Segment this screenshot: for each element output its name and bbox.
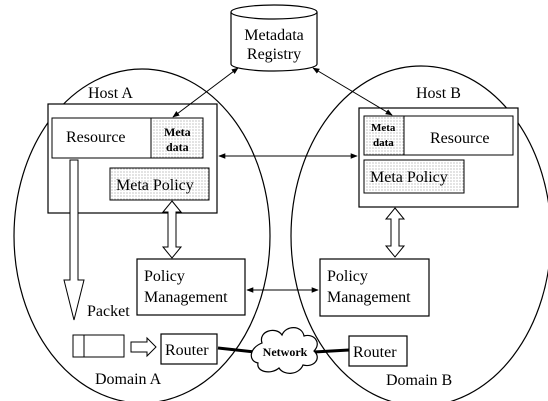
policy-a-line1: Policy (144, 268, 185, 285)
registry-to-host-b-arrow (312, 67, 393, 116)
host-a-metadata-line2: data (166, 140, 189, 154)
router-b-label: Router (353, 344, 397, 361)
host-a-label: Host A (88, 85, 133, 102)
router-a-label: Router (165, 342, 209, 359)
packet-shape (72, 334, 125, 358)
metadata-registry: Metadata Registry (230, 4, 318, 72)
host-a-policy-hollow-arrow (161, 200, 183, 259)
host-a-meta-policy-box (109, 167, 210, 201)
host-b-metadata-line1: Meta (371, 122, 396, 134)
router-a: Router (160, 333, 218, 365)
host-a-metadata-box (150, 117, 204, 159)
network-label: Network (263, 345, 308, 359)
policy-a-line2: Management (144, 289, 228, 306)
registry-to-host-a-arrow (172, 67, 239, 118)
domain-a-ellipse (13, 68, 271, 401)
host-b-meta-policy-box (363, 159, 465, 194)
host-b-resource-label: Resource (430, 130, 490, 147)
domain-b-ellipse (290, 65, 548, 401)
policy-management-b: Policy Management (319, 258, 430, 317)
host-b-box: Meta data Resource Meta Policy (358, 107, 519, 208)
host-b-metadata-box (363, 115, 405, 156)
policy-management-a: Policy Management (136, 258, 246, 316)
packet-to-router-arrow (130, 336, 157, 358)
router-b: Router (348, 335, 408, 367)
router-a-network-link (217, 346, 256, 354)
resource-to-packet-arrow (63, 159, 85, 321)
registry-label-line1: Metadata (244, 27, 304, 44)
policy-b-line2: Management (327, 289, 411, 306)
registry-label-line2: Registry (247, 46, 301, 63)
network-router-b-link (313, 348, 350, 354)
domain-a-label: Domain A (95, 371, 162, 388)
host-b-meta-policy-label: Meta Policy (370, 169, 448, 186)
domain-b-label: Domain B (386, 372, 452, 389)
host-a-box: Resource Meta data Meta Policy (47, 103, 218, 214)
network-cloud: Network (250, 327, 318, 374)
host-b-policy-hollow-arrow (384, 207, 406, 258)
host-a-resource-label: Resource (66, 129, 126, 146)
host-a-meta-policy-label: Meta Policy (116, 177, 194, 194)
host-b-label: Host B (416, 85, 461, 102)
host-b-metadata-line2: data (373, 137, 394, 149)
host-a-metadata-line1: Meta (164, 125, 191, 139)
policy-b-line1: Policy (327, 268, 368, 285)
packet-label: Packet (87, 303, 130, 320)
